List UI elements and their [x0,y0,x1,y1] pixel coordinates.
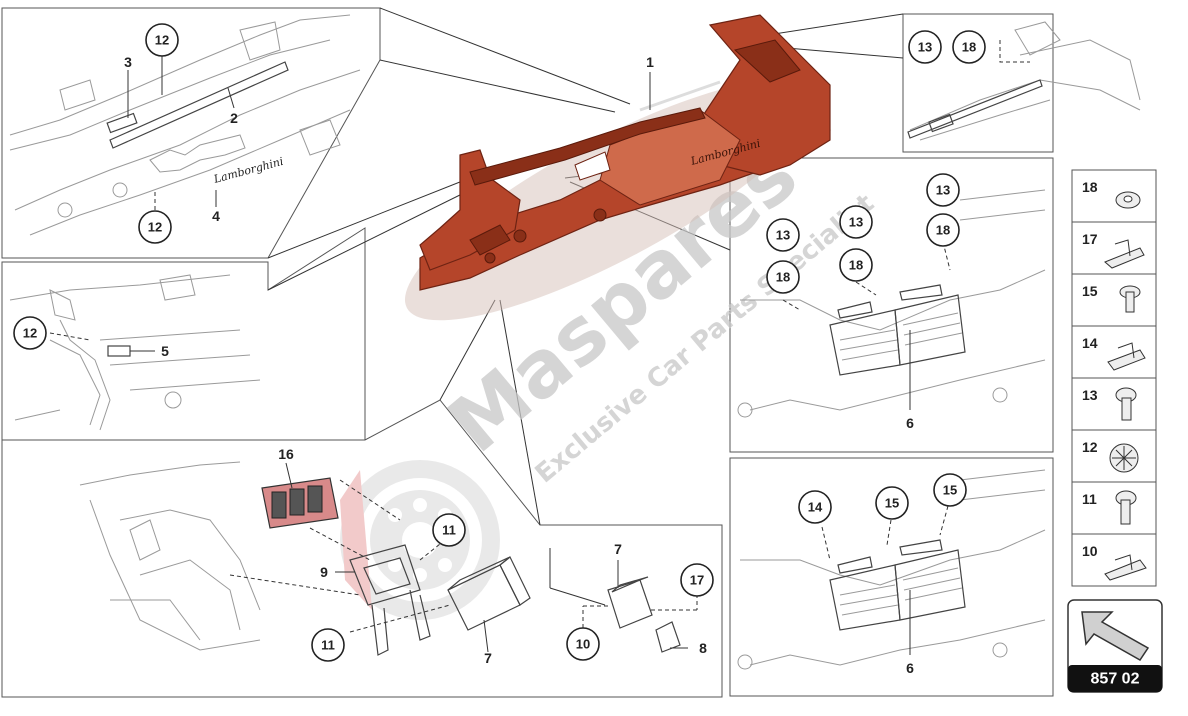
part-7-small-module [607,576,653,629]
callout-11-a: 11 [432,513,466,547]
svg-text:15: 15 [885,496,899,511]
svg-text:12: 12 [155,33,169,48]
svg-text:15: 15 [1082,283,1098,299]
detail-bottom-left-sketch [79,461,698,656]
bolt-icon [1115,490,1137,525]
svg-text:18: 18 [776,270,790,285]
svg-text:18: 18 [962,40,976,55]
part-9-bracket [349,544,431,656]
callout-13-a: 13 [908,30,942,64]
svg-text:11: 11 [442,523,456,538]
label-part-3: 3 [124,54,132,70]
part-8-connector [655,621,681,653]
svg-text:11: 11 [321,638,335,653]
legend-row-17: 17 [1071,221,1157,275]
svg-text:12: 12 [148,220,162,235]
svg-text:13: 13 [776,228,790,243]
svg-text:13: 13 [936,183,950,198]
central-dashboard-frame: Lamborghini [404,14,831,321]
clip-icon [1107,342,1146,371]
svg-text:13: 13 [849,215,863,230]
detail-panel-right-mid [729,157,1054,453]
part-16-switch-block [261,477,339,529]
label-part-8: 8 [699,640,707,656]
vent-assembly-2-icon [829,539,966,631]
label-part-6-a: 6 [906,415,914,431]
callout-18-c: 18 [839,248,873,282]
watermark-disc-icon [340,460,500,620]
svg-text:17: 17 [690,573,704,588]
flange-screw-icon [1119,285,1141,313]
detail-right-bottom-sketch [737,469,1046,670]
svg-text:18: 18 [1082,179,1098,195]
legend-row-18: 18 [1071,169,1157,223]
part-7-module [447,556,531,631]
svg-text:18: 18 [849,258,863,273]
detail-panel-top-left [1,7,381,259]
star-nut-icon [1109,443,1139,473]
callout-18-a: 18 [952,30,986,64]
svg-text:12: 12 [1082,439,1098,455]
callout-14: 14 [798,490,832,524]
svg-text:13: 13 [1082,387,1098,403]
detail-mid-left-sketch [9,274,261,431]
callout-13-c: 13 [839,205,873,239]
callout-18-d: 18 [766,260,800,294]
callout-13-b: 13 [926,173,960,207]
washer-icon [1115,191,1141,209]
diagram-id-box[interactable]: 857 02 [1067,599,1163,693]
legend-row-11: 11 [1071,481,1157,535]
vent-assembly-icon [829,284,966,376]
screw-icon [1115,387,1137,421]
callout-18-b: 18 [926,213,960,247]
callout-12-c: 12 [13,316,47,350]
svg-text:11: 11 [1082,491,1097,507]
label-part-7-b: 7 [614,541,622,557]
label-part-1: 1 [646,54,654,70]
legend-row-14: 14 [1071,325,1157,379]
spring-clip-icon [1104,239,1145,269]
legend-row-13: 13 [1071,377,1157,431]
callout-11-b: 11 [311,628,345,662]
svg-text:18: 18 [936,223,950,238]
callout-12-a: 12 [145,23,179,57]
arrow-up-left-icon[interactable] [1081,611,1150,661]
svg-text:10: 10 [1082,543,1098,559]
label-part-7-a: 7 [484,650,492,666]
callout-15-a: 15 [875,486,909,520]
label-part-6-b: 6 [906,660,914,676]
svg-text:13: 13 [918,40,932,55]
callout-17: 17 [680,563,714,597]
callout-12-b: 12 [138,210,172,244]
svg-text:12: 12 [23,326,37,341]
diagram-id-label: 857 02 [1091,671,1140,688]
svg-text:14: 14 [808,500,823,515]
label-part-2: 2 [230,110,238,126]
fastener-legend: 18 17 15 14 [1071,169,1157,587]
label-part-4: 4 [212,208,220,224]
detail-top-right-sketch [907,21,1141,141]
callout-13-d: 13 [766,218,800,252]
label-part-9: 9 [320,564,328,580]
legend-row-10: 10 [1071,533,1157,587]
fastener-clip-icon [1104,554,1147,581]
legend-row-12: 12 [1071,429,1157,483]
label-part-5: 5 [161,343,169,359]
svg-text:17: 17 [1082,231,1098,247]
callout-15-b: 15 [933,473,967,507]
legend-row-15: 15 [1071,273,1157,327]
svg-text:10: 10 [576,637,590,652]
label-part-16: 16 [278,446,294,462]
svg-text:14: 14 [1082,335,1098,351]
callout-10: 10 [566,627,600,661]
detail-right-mid-sketch [737,189,1046,418]
svg-text:15: 15 [943,483,957,498]
